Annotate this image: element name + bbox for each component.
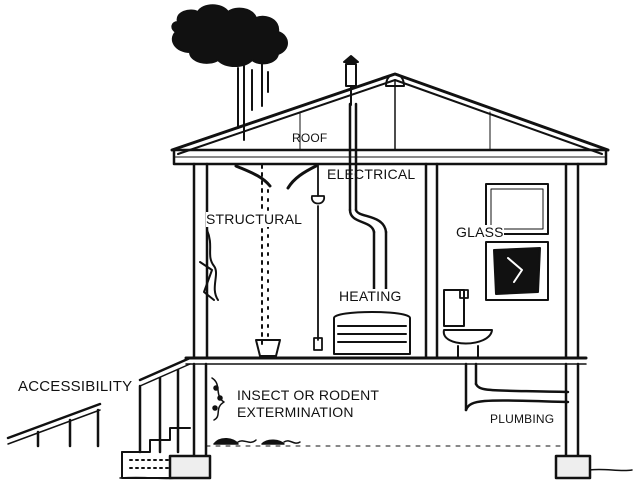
label-insect-line2: EXTERMINATION [237, 404, 354, 421]
label-structural: STRUCTURAL [206, 211, 303, 228]
label-insect-line1: INSECT OR RODENT [237, 387, 380, 404]
foundation [119, 362, 633, 480]
floor [184, 356, 588, 365]
label-roof: ROOF [292, 131, 328, 145]
rain-icon [237, 63, 269, 346]
label-electrical: ELECTRICAL [327, 166, 416, 182]
bucket-icon [255, 339, 281, 357]
structural-crack [199, 164, 318, 301]
steps [121, 427, 191, 479]
access-ramp [6, 356, 192, 454]
label-accessibility: ACCESSIBILITY [18, 378, 133, 395]
label-heating: HEATING [339, 288, 402, 305]
furnace-icon [333, 311, 411, 355]
label-plumbing: PLUMBING [490, 412, 555, 427]
sink-icon [459, 289, 469, 311]
plumbing-pipe [464, 362, 570, 412]
storm-cloud-icon [171, 4, 288, 67]
rodent-icon [213, 438, 301, 445]
light-bulb-icon [311, 163, 325, 351]
toilet-icon [442, 289, 493, 359]
walls [192, 162, 580, 360]
windows [485, 183, 549, 301]
insect-nest [211, 377, 225, 421]
roof [170, 72, 610, 166]
heating-duct [348, 102, 388, 302]
label-glass: GLASS [456, 224, 504, 241]
